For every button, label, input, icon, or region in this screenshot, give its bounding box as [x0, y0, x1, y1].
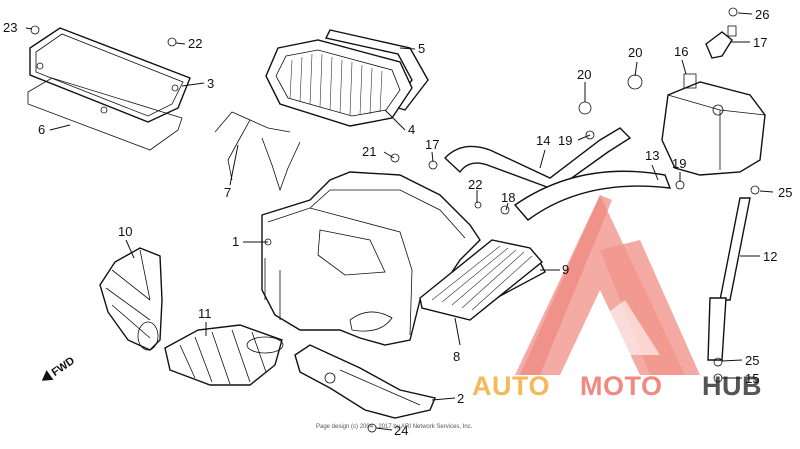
callout-20-b: 20 — [628, 45, 642, 60]
callout-22-a: 23 — [3, 20, 17, 35]
brand-moto: MOTO — [580, 371, 663, 401]
part-7-clip — [214, 111, 301, 192]
leader-lines — [25, 12, 774, 431]
callout-24: 24 — [394, 423, 408, 438]
callout-3: 3 — [207, 76, 214, 91]
part-10-duct — [99, 247, 163, 351]
watermark-brand: AUTO MOTO HUB — [472, 371, 762, 401]
callouts: 23 22 3 6 5 4 7 21 17 1 22 18 14 19 20 2… — [3, 7, 792, 438]
callout-10: 10 — [118, 224, 132, 239]
part-4-filter-element — [265, 39, 413, 127]
callout-12: 12 — [763, 249, 777, 264]
fwd-arrow-icon — [41, 370, 54, 381]
callout-22-b: 22 — [188, 36, 202, 51]
small-hardware — [30, 7, 760, 433]
callout-19-b: 19 — [558, 133, 572, 148]
part-2-bracket — [294, 344, 436, 419]
callout-7: 7 — [224, 185, 231, 200]
callout-17: 17 — [753, 35, 767, 50]
callout-19-c: 19 — [672, 156, 686, 171]
callout-2: 2 — [457, 391, 464, 406]
callout-21: 21 — [362, 144, 376, 159]
brand-hub: HUB — [702, 371, 762, 401]
part-16-tank — [661, 73, 766, 176]
callout-16: 16 — [674, 44, 688, 59]
callout-4: 4 — [408, 122, 415, 137]
callout-5: 5 — [418, 41, 425, 56]
callout-13: 13 — [645, 148, 659, 163]
part-14-hose — [444, 127, 632, 191]
brand-auto: AUTO — [472, 371, 550, 401]
callout-9: 9 — [562, 262, 569, 277]
part-17-clip — [705, 25, 737, 59]
callout-18: 18 — [501, 190, 515, 205]
callout-26: 26 — [755, 7, 769, 22]
copyright-text: Page design (c) 2004 - 2017 by ARI Netwo… — [316, 424, 473, 430]
callout-8: 8 — [453, 349, 460, 364]
fwd-label: FWD — [50, 355, 77, 379]
part-1-case — [261, 171, 481, 346]
callout-15: 15 — [745, 371, 759, 386]
fwd-indicator: FWD — [41, 355, 77, 381]
callout-1: 1 — [232, 234, 239, 249]
callout-23: 22 — [468, 177, 482, 192]
watermark-logo-mark — [515, 195, 700, 375]
part-6-gasket — [27, 77, 183, 151]
part-8-mesh-plate — [419, 239, 544, 321]
callout-11: 11 — [198, 306, 212, 321]
callout-19-a: 17 — [425, 137, 439, 152]
part-3-cover — [29, 27, 191, 123]
callout-25-a: 25 — [778, 185, 792, 200]
callout-25-b: 25 — [745, 353, 759, 368]
part-13-hose — [513, 170, 672, 221]
part-12-tube — [707, 197, 751, 361]
callout-20-a: 20 — [577, 67, 591, 82]
part-11-connector — [164, 324, 284, 386]
callout-6: 6 — [38, 122, 45, 137]
callout-14: 14 — [536, 133, 550, 148]
